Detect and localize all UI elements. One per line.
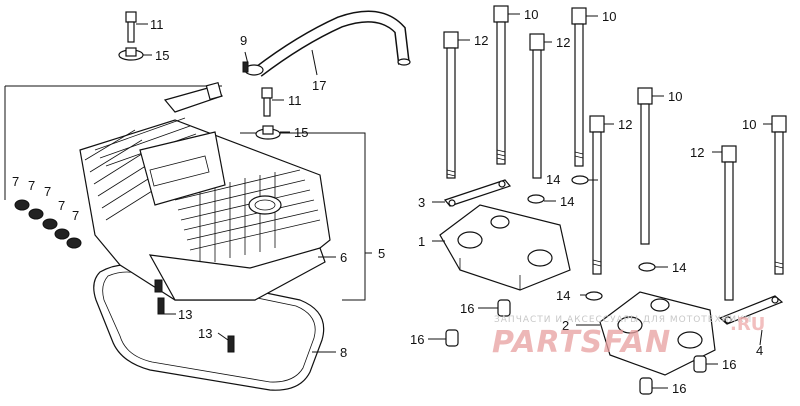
callout-6: 6 <box>340 250 347 265</box>
callout-10: 10 <box>524 7 538 22</box>
callout-labels: 11 15 9 17 11 15 12 10 12 10 12 10 12 10… <box>12 7 763 396</box>
callout-14: 14 <box>556 288 570 303</box>
callout-5: 5 <box>378 246 385 261</box>
washers-14 <box>527 175 656 301</box>
callout-14: 14 <box>546 172 560 187</box>
callout-12: 12 <box>618 117 632 132</box>
callout-7: 7 <box>44 184 51 199</box>
watermark-logo: PARTSFAN <box>492 325 671 360</box>
cylinder-head-cover <box>79 81 331 301</box>
bolt-10-c <box>637 87 653 245</box>
bolt-12-a <box>443 31 459 179</box>
callout-11: 11 <box>288 93 302 108</box>
callout-1: 1 <box>418 234 425 249</box>
watermark-tagline: ЗАПЧАСТИ И АКСЕССУАРЫ ДЛЯ МОТОТЕХНИКИ <box>494 315 752 325</box>
bolt-11-middle <box>255 87 281 140</box>
callout-2: 2 <box>562 318 569 333</box>
callout-7: 7 <box>58 198 65 213</box>
callout-12: 12 <box>474 33 488 48</box>
callout-7: 7 <box>28 178 35 193</box>
callout-8: 8 <box>340 345 347 360</box>
dowel-pins-16 <box>445 299 707 395</box>
bolt-12-d <box>721 145 737 301</box>
bolt-10-a <box>493 5 509 165</box>
callout-14: 14 <box>560 194 574 209</box>
breather-hose <box>254 10 411 77</box>
callout-16: 16 <box>410 332 424 347</box>
bolt-11-top <box>118 11 144 61</box>
callout-16: 16 <box>672 381 686 396</box>
callout-7: 7 <box>12 174 19 189</box>
callout-10: 10 <box>668 89 682 104</box>
callout-13: 13 <box>198 326 212 341</box>
cover-assembly-bracket <box>4 85 366 301</box>
callout-11: 11 <box>150 17 164 32</box>
callout-16: 16 <box>722 357 736 372</box>
bolts-13 <box>157 297 235 353</box>
callout-10: 10 <box>742 117 756 132</box>
callout-13: 13 <box>178 307 192 322</box>
callout-16: 16 <box>460 301 474 316</box>
rocker-arm-holder-1 <box>439 204 571 291</box>
callout-12: 12 <box>690 145 704 160</box>
bolt-12-c <box>589 115 605 275</box>
callout-12: 12 <box>556 35 570 50</box>
plate-3 <box>443 179 512 207</box>
watermark: ЗАПЧАСТИ И АКСЕССУАРЫ ДЛЯ МОТОТЕХНИКИ PA… <box>492 314 765 360</box>
callout-14: 14 <box>672 260 686 275</box>
callout-15: 15 <box>155 48 169 63</box>
callout-7: 7 <box>72 208 79 223</box>
callout-3: 3 <box>418 195 425 210</box>
bolt-12-b <box>529 33 545 179</box>
bolt-10-d <box>771 115 787 275</box>
callout-15: 15 <box>294 125 308 140</box>
cap-nut-seals <box>14 199 82 249</box>
callout-9: 9 <box>240 33 247 48</box>
callout-10: 10 <box>602 9 616 24</box>
callout-17: 17 <box>312 78 326 93</box>
hose-clip <box>242 61 264 76</box>
leader-lines <box>136 13 772 389</box>
watermark-domain: .RU <box>730 314 765 335</box>
bolt-10-b <box>571 7 587 167</box>
rocker-arm-holder-2 <box>599 291 716 376</box>
plate-4 <box>718 295 784 325</box>
callout-4: 4 <box>756 343 763 358</box>
